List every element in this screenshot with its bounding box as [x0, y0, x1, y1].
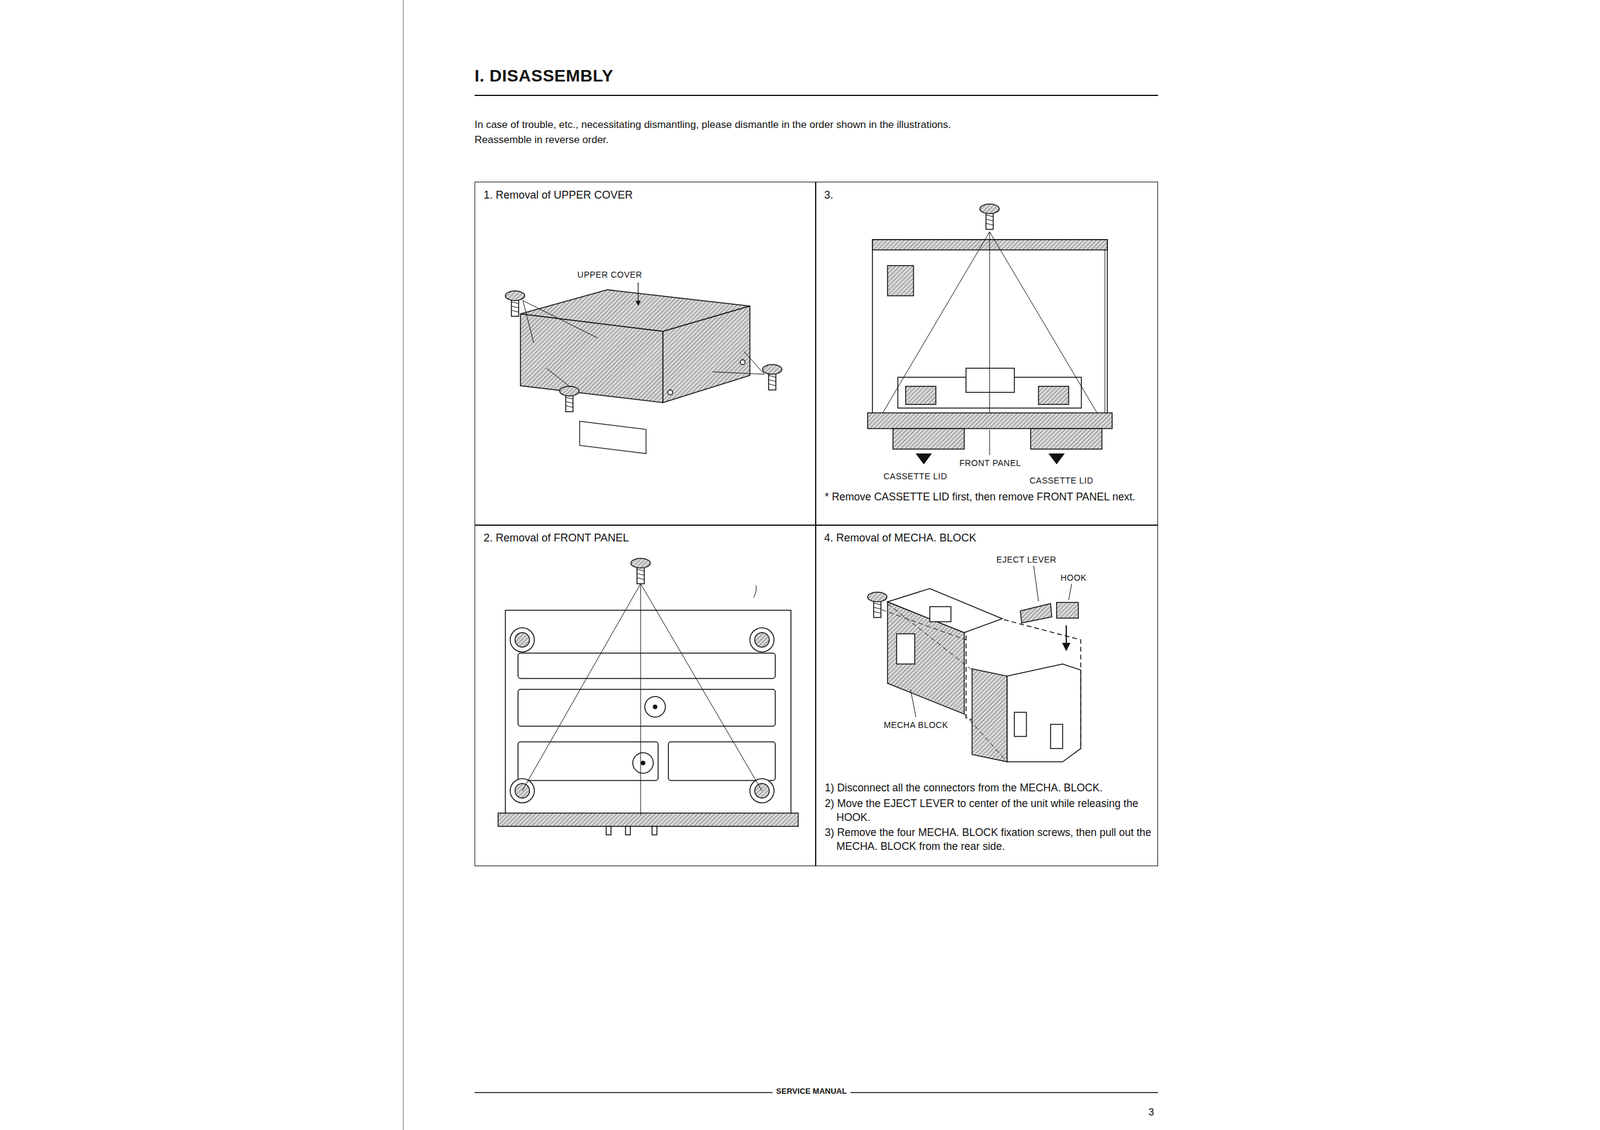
panel-box: 3.* Remove CASSETTE LID first, then remo… [815, 181, 1159, 526]
step-text: 1) Disconnect all the connectors from th… [824, 781, 1166, 796]
part-label: CASSETTE LID [882, 470, 949, 482]
panel-heading: 4. Removal of MECHA. BLOCK [824, 531, 977, 546]
panel-heading: 2. Removal of FRONT PANEL [483, 531, 629, 546]
panel-box: 1. Removal of UPPER COVER [474, 181, 817, 526]
panel-box: 2. Removal of FRONT PANEL [474, 524, 817, 867]
part-label: MECHA BLOCK [882, 719, 950, 731]
footer-text: SERVICE MANUAL [772, 1086, 851, 1098]
note-text: * Remove CASSETTE LID first, then remove… [824, 490, 1163, 505]
part-label: CASSETTE LID [1028, 475, 1095, 487]
page-number: 3 [1148, 1106, 1154, 1120]
panel-heading: 1. Removal of UPPER COVER [483, 188, 633, 203]
part-label: HOOK [1059, 572, 1088, 584]
step-text: 2) Move the EJECT LEVER to center of the… [824, 796, 1166, 825]
panel-heading: 3. [824, 188, 834, 203]
intro-text: In case of trouble, etc., necessitating … [474, 118, 951, 132]
panel-box: 4. Removal of MECHA. BLOCK1) Disconnect … [815, 524, 1159, 867]
part-label: UPPER COVER [576, 269, 644, 281]
page-title: I. DISASSEMBLY [474, 65, 614, 87]
part-label: EJECT LEVER [995, 554, 1058, 566]
intro-text: Reassemble in reverse order. [474, 133, 609, 147]
step-text: 3) Remove the four MECHA. BLOCK fixation… [824, 825, 1166, 854]
part-label: FRONT PANEL [958, 457, 1023, 469]
